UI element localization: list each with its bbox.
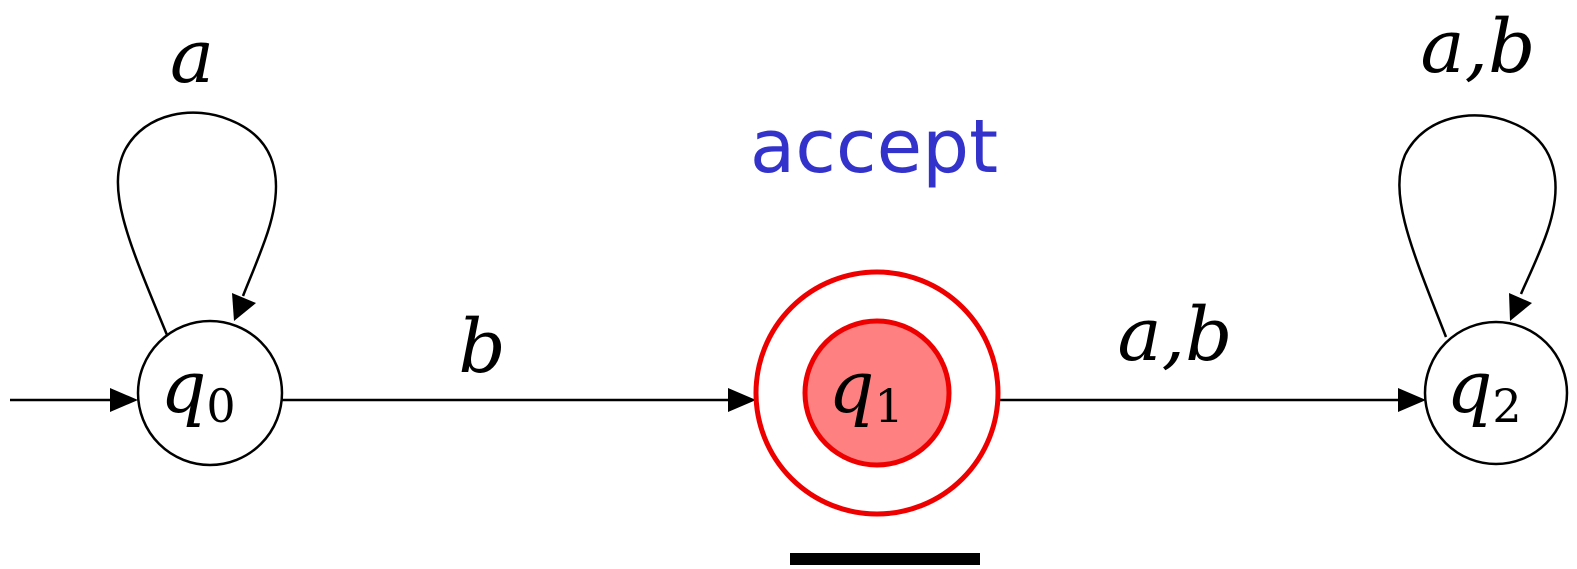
state-label-q2: q2 bbox=[1446, 345, 1521, 433]
initial-arrow bbox=[10, 388, 138, 412]
head-marker bbox=[790, 553, 980, 565]
edge-label-q0-q0: a bbox=[170, 14, 214, 100]
state-q2: q2 bbox=[1423, 320, 1569, 466]
edge-q1-q2: a,b bbox=[998, 292, 1426, 412]
status-text: accept bbox=[750, 104, 998, 190]
edge-label-q1-q2: a,b bbox=[1117, 292, 1232, 378]
edge-label-q2-q2: a,b bbox=[1420, 4, 1535, 90]
edge-label-q0-q1: b bbox=[458, 304, 505, 390]
edge-q2-q2: a,b bbox=[1398, 4, 1557, 338]
state-label-q1: q1 bbox=[828, 345, 903, 433]
edge-q0-q1: b bbox=[282, 304, 756, 412]
state-label-q0: q0 bbox=[160, 345, 235, 433]
state-q1: q1 bbox=[753, 269, 1001, 517]
edge-q0-q0: a bbox=[116, 14, 278, 336]
state-q0: q0 bbox=[136, 319, 284, 467]
